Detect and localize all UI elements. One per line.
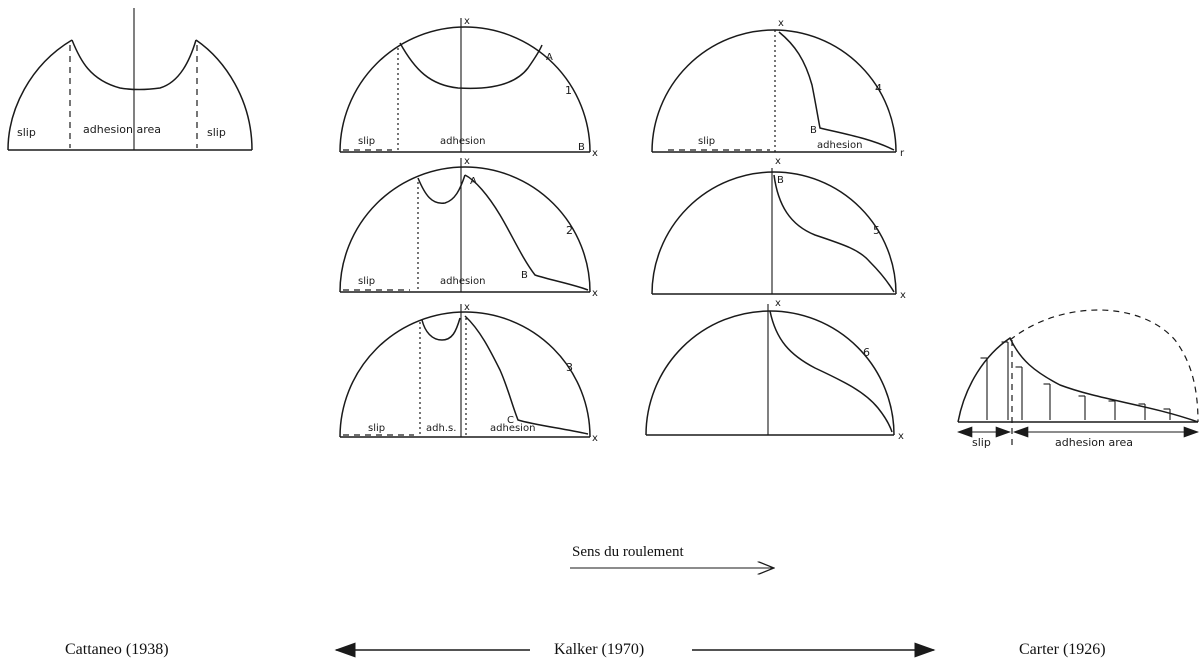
kalker-panel-6: x x 6 — [645, 298, 904, 442]
cattaneo-adhesion-label: adhesion area — [83, 123, 161, 136]
right-axis-label: x — [592, 288, 598, 299]
slip-label: slip — [358, 136, 375, 147]
point-b: B — [578, 142, 585, 153]
panel-number: 1 — [565, 84, 572, 97]
carter-panel: slip adhesion area — [956, 309, 1200, 450]
adhesion-label: adhesion — [490, 423, 535, 434]
rolling-direction: Sens du roulement — [570, 544, 774, 568]
top-axis-label: x — [775, 156, 781, 167]
adhesion-label: adhesion — [440, 136, 485, 147]
right-axis-label: x — [592, 433, 598, 444]
dashed-half-ellipse — [1009, 309, 1199, 423]
mid-label: adh.s. — [426, 423, 456, 434]
slip-label: slip — [358, 276, 375, 287]
top-axis-label: x — [775, 298, 781, 309]
semicircle — [339, 311, 591, 438]
cattaneo-slip-left: slip — [17, 126, 36, 139]
caption-carter: Carter (1926) — [1019, 641, 1106, 658]
cattaneo-slip-right: slip — [207, 126, 226, 139]
panel-number: 2 — [566, 224, 573, 237]
right-axis-label: x — [592, 148, 598, 159]
point-b: B — [521, 270, 528, 281]
direction-label: Sens du roulement — [572, 544, 684, 560]
point-a: A — [546, 52, 553, 63]
slip-curve — [778, 31, 895, 151]
adhesion-curve — [71, 39, 197, 91]
captions: Cattaneo (1938) Kalker (1970) Carter (19… — [65, 641, 1106, 658]
panel-number: 6 — [863, 346, 870, 359]
semicircle — [339, 166, 591, 293]
right-axis-label: x — [900, 290, 906, 301]
panel-number: 3 — [566, 361, 573, 374]
right-outer-curve — [195, 39, 253, 151]
kalker-panel-2: x x 2 A B slip adhesion — [339, 156, 598, 299]
traction-curve — [957, 336, 1199, 423]
semicircle — [651, 171, 897, 295]
top-axis-label: x — [464, 16, 470, 27]
slip-curve — [464, 315, 589, 435]
panel-number: 4 — [875, 82, 882, 95]
point-b: B — [810, 125, 817, 136]
carter-adhesion-label: adhesion area — [1055, 436, 1133, 449]
point-a: A — [470, 176, 477, 187]
kalker-panel-3: x x 3 C slip adh.s. adhesion — [339, 302, 598, 444]
right-axis-label: r — [900, 148, 905, 159]
adhesion-loop — [421, 317, 461, 341]
adhesion-label: adhesion — [440, 276, 485, 287]
top-axis-label: x — [464, 302, 470, 313]
semicircle — [339, 26, 591, 153]
slip-curve — [769, 310, 893, 433]
cattaneo-panel: slip adhesion area slip — [7, 8, 253, 151]
kalker-panel-4: x r 4 B slip adhesion — [651, 18, 905, 159]
adhesion-curve — [399, 42, 543, 90]
slip-curve — [464, 174, 589, 291]
slip-curve — [773, 174, 895, 293]
adhesion-label: adhesion — [817, 140, 862, 151]
top-axis-label: x — [464, 156, 470, 167]
right-axis-label: x — [898, 431, 904, 442]
kalker-panel-1: x x 1 A B slip adhesion — [339, 16, 598, 159]
kalker-panel-5: x x 5 B — [651, 156, 906, 301]
point-c: C — [507, 415, 514, 426]
caption-cattaneo: Cattaneo (1938) — [65, 641, 169, 658]
carter-slip-label: slip — [972, 436, 991, 449]
adhesion-loop — [417, 174, 466, 204]
slip-label: slip — [698, 136, 715, 147]
semicircle — [645, 310, 895, 436]
top-axis-label: x — [778, 18, 784, 29]
point-b: B — [777, 175, 784, 186]
panel-number: 5 — [873, 224, 880, 237]
left-outer-curve — [7, 39, 73, 151]
slip-label: slip — [368, 423, 385, 434]
semicircle — [651, 29, 897, 153]
caption-kalker: Kalker (1970) — [554, 641, 644, 658]
